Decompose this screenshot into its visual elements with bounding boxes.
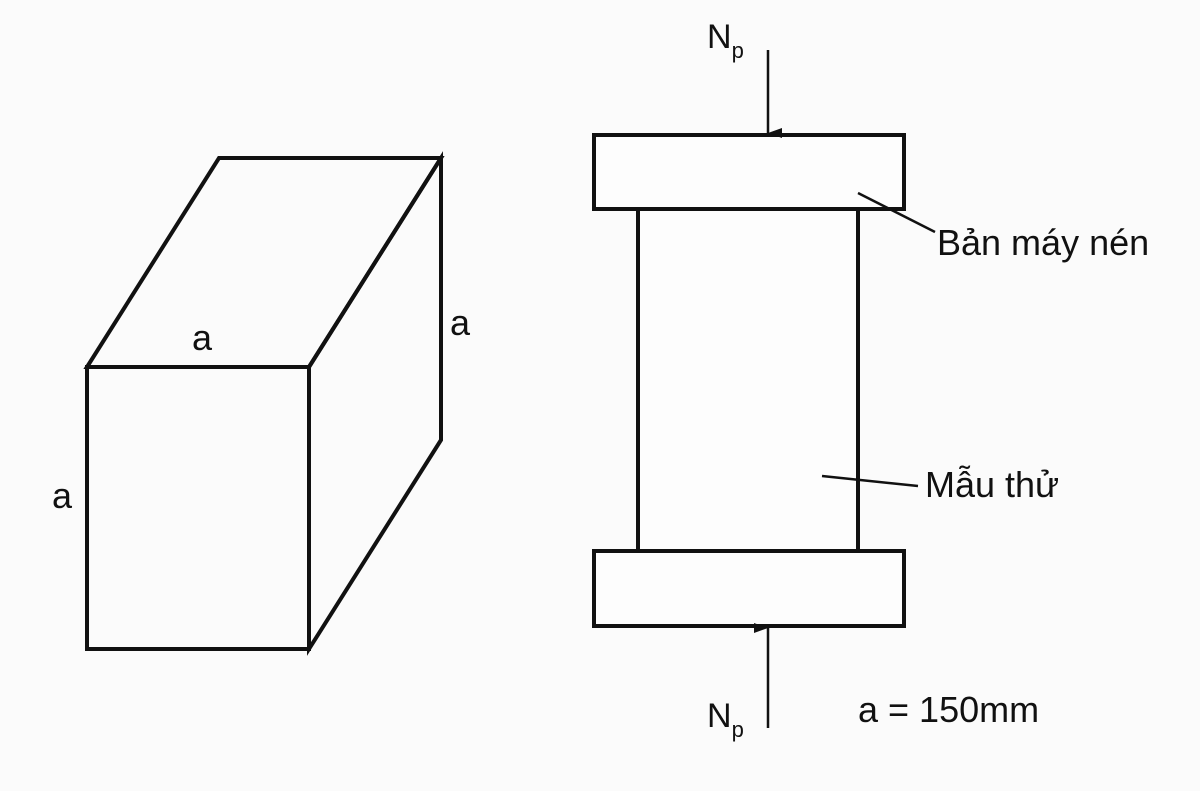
dimension-note: a = 150mm bbox=[858, 689, 1039, 730]
top-platen bbox=[592, 133, 906, 211]
test-specimen bbox=[636, 206, 860, 554]
specimen-label: Mẫu thử bbox=[925, 464, 1059, 505]
bottom-force-label: Np bbox=[707, 697, 744, 742]
platen-leader-line bbox=[857, 191, 936, 234]
specimen-leader-line bbox=[821, 474, 919, 488]
compression-press: Np Np Bản máy nén Mẫu thử a = 150mm bbox=[592, 18, 1149, 742]
cube-top-face bbox=[83, 156, 445, 369]
cube-front-face bbox=[85, 365, 311, 651]
cube-specimen: a a a bbox=[52, 151, 471, 656]
cube-label-right: a bbox=[450, 302, 471, 343]
platen-label: Bản máy nén bbox=[937, 222, 1149, 263]
cube-label-top: a bbox=[192, 317, 213, 358]
bottom-platen bbox=[592, 549, 906, 628]
top-force-label: Np bbox=[707, 18, 744, 63]
cube-label-left: a bbox=[52, 475, 73, 516]
cube-right-face bbox=[307, 151, 443, 656]
